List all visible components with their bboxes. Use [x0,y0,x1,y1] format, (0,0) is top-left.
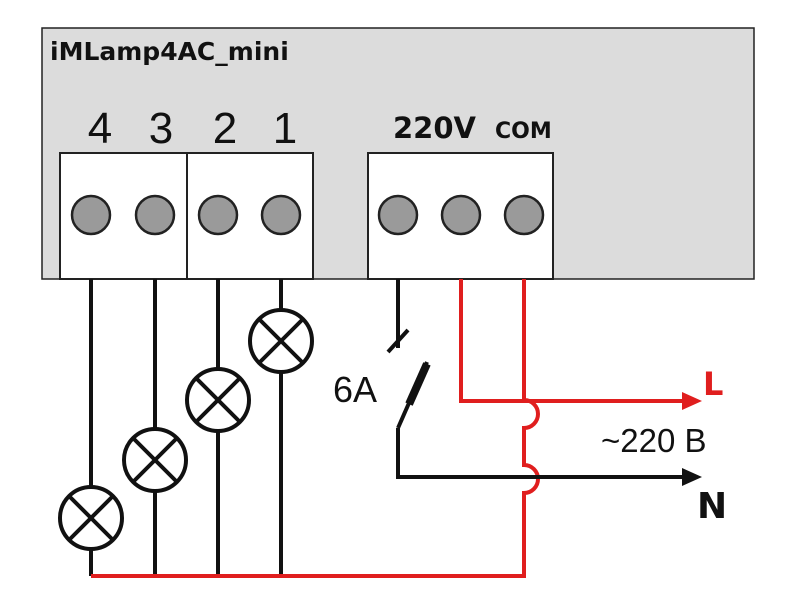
channel-label-1: 1 [273,104,297,153]
lamp-icon [58,485,124,551]
neutral-wire-n [396,428,688,479]
lamp-icon [185,367,251,433]
lamp-icon [248,308,314,374]
terminal-screw-icon [260,194,302,236]
circuit-breaker-icon [396,361,431,429]
com-label: COM [495,119,552,144]
terminal-screw-icon [134,194,176,236]
breaker-mark [386,328,410,354]
terminal-screw-icon [197,194,239,236]
neutral-label: N [697,486,727,527]
device-title: iMLamp4AC_mini [50,37,289,66]
channel-label-4: 4 [88,104,112,153]
power-label: 220V [393,111,477,145]
voltage-label: ~220 B [601,422,707,459]
channel-label-2: 2 [213,104,237,153]
breaker-rating-label: 6A [333,369,377,410]
terminal-screw-icon [70,194,112,236]
channel-label-3: 3 [149,104,173,153]
line-wire-l [459,279,688,403]
arrow-right-icon [682,468,702,486]
terminal-screw-icon [377,194,419,236]
arrow-right-icon [682,392,702,410]
line-wire-common [91,279,540,578]
lamp-icon [122,427,188,493]
terminal-screw-icon [440,194,482,236]
line-label: L [703,365,723,403]
terminal-screw-icon [503,194,545,236]
